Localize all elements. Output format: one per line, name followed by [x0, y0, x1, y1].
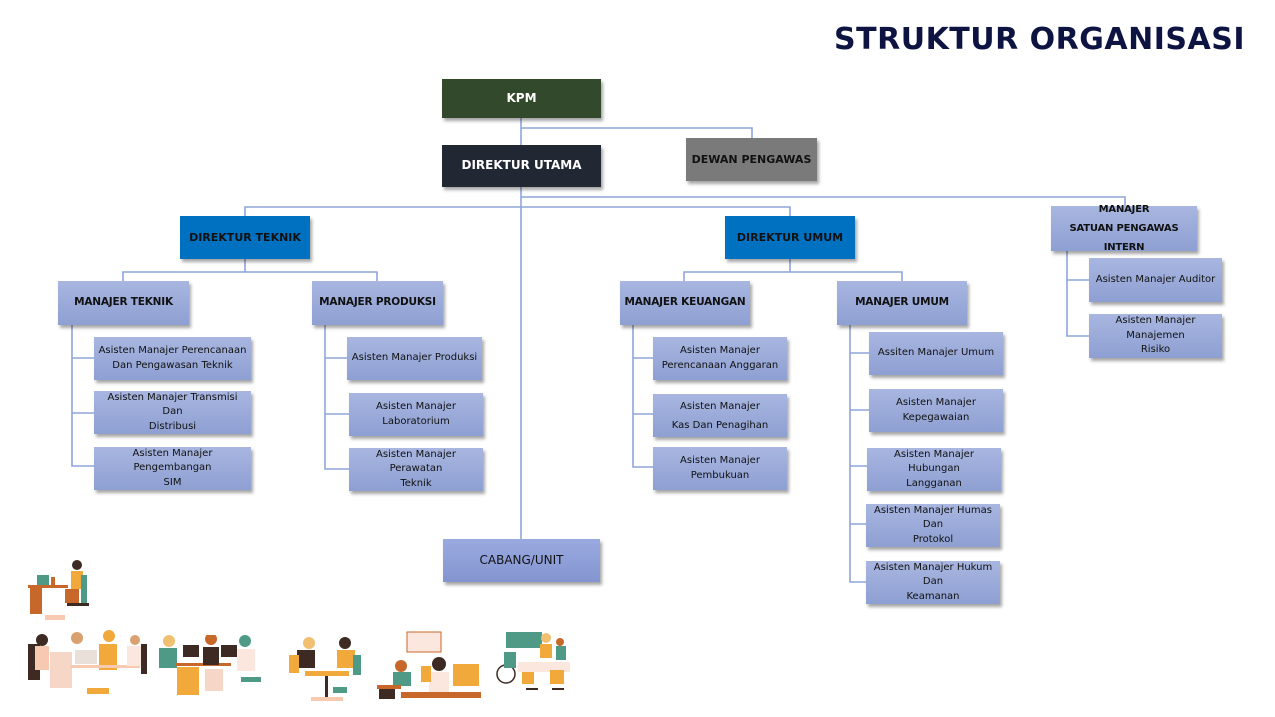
connector-dirut-dirumum — [521, 206, 791, 216]
node-manajer-teknik: MANAJER TEKNIK — [58, 281, 189, 325]
node-manajer-keuangan-label: MANAJER KEUANGAN — [624, 296, 746, 309]
node-manajer-umum-label: MANAJER UMUM — [855, 296, 949, 309]
connector-dirut-spi — [521, 196, 1126, 206]
asisten-line1: Asisten Manajer — [896, 397, 976, 408]
team-meeting-illustration — [28, 630, 147, 694]
asisten-line2: Kepegawaian — [902, 411, 970, 423]
node-direktur-utama-label: DIREKTUR UTAMA — [461, 158, 582, 173]
asisten-line1: Asisten Manajer Perawatan — [376, 448, 456, 475]
presentation-illustration — [377, 631, 481, 699]
node-asisten-umum-1: Assiten Manajer Umum — [869, 332, 1003, 375]
asisten-line2: Kas Dan Penagihan — [671, 419, 769, 431]
connector-dirteknik-managers — [122, 259, 378, 281]
node-manajer-keuangan: MANAJER KEUANGAN — [620, 281, 750, 325]
connector-dirumum-managers — [683, 259, 903, 281]
asisten-line2: Keamanan — [906, 590, 960, 602]
node-direktur-utama: DIREKTUR UTAMA — [442, 145, 601, 187]
node-asisten-keuangan-1: Asisten Manajer Perencanaan Anggaran — [653, 337, 787, 380]
node-asisten-teknik-3: Asisten Manajer Pengembangan SIM — [94, 447, 251, 490]
node-cabang-unit-label: CABANG/UNIT — [479, 552, 564, 567]
node-asisten-umum-2: Asisten Manajer Kepegawaian — [869, 389, 1003, 432]
asisten-line1: Asisten Manajer — [680, 345, 760, 356]
node-asisten-produksi-3: Asisten Manajer Perawatan Teknik — [349, 448, 483, 491]
asisten-line2: Dan Pengawasan Teknik — [112, 359, 233, 371]
asisten-line1: Asisten Manajer — [680, 400, 760, 412]
node-manajer-spi-line1: MANAJER — [1098, 204, 1150, 215]
node-dewan-pengawas-label: DEWAN PENGAWAS — [691, 152, 812, 166]
connector-mumum-asisten — [849, 325, 869, 583]
asisten-line1: Asisten Manajer Perencanaan — [98, 345, 247, 356]
node-manajer-umum: MANAJER UMUM — [837, 281, 967, 325]
asisten-line1: Asisten Manajer Hubungan — [894, 448, 974, 475]
page-title: STRUKTUR ORGANISASI — [834, 22, 1245, 57]
node-direktur-teknik: DIREKTUR TEKNIK — [180, 216, 310, 259]
office-worker-desk-illustration — [28, 560, 89, 620]
asisten-line2: Langganan — [906, 477, 962, 489]
asisten-line1: Asisten Manajer Produksi — [351, 352, 478, 364]
asisten-line1: Asisten Manajer Pengembangan — [132, 447, 213, 474]
node-asisten-umum-4: Asisten Manajer Humas Dan Protokol — [866, 504, 1000, 547]
asisten-line2: Pembukuan — [690, 469, 750, 481]
asisten-line1: Assiten Manajer Umum — [877, 347, 995, 359]
node-asisten-keuangan-2: Asisten Manajer Kas Dan Penagihan — [653, 394, 787, 437]
node-cabang-unit: CABANG/UNIT — [443, 539, 600, 582]
asisten-line1: Asisten Manajer Auditor — [1095, 273, 1216, 285]
asisten-line1: Asisten Manajer Humas Dan — [873, 504, 992, 531]
node-asisten-umum-3: Asisten Manajer Hubungan Langganan — [867, 448, 1001, 491]
node-asisten-keuangan-3: Asisten Manajer Pembukuan — [653, 447, 787, 490]
asisten-line2: Protokol — [912, 533, 954, 545]
asisten-line1: Asisten Manajer Transmisi Dan — [107, 391, 238, 418]
connector-mteknik-asisten — [71, 325, 94, 467]
asisten-line2: Teknik — [400, 477, 432, 489]
node-direktur-umum-label: DIREKTUR UMUM — [736, 230, 844, 244]
node-direktur-umum: DIREKTUR UMUM — [725, 216, 855, 259]
connector-mproduksi-asisten — [324, 325, 349, 470]
asisten-line1: Asisten Manajer Manajemen — [1115, 315, 1196, 341]
node-asisten-spi-1: Asisten Manajer Auditor — [1089, 258, 1222, 302]
node-dewan-pengawas: DEWAN PENGAWAS — [686, 138, 817, 181]
asisten-line1: Asisten Manajer Hukum Dan — [873, 561, 993, 588]
node-manajer-spi-line2: SATUAN PENGAWAS INTERN — [1069, 223, 1179, 253]
connector-spi-asisten — [1066, 251, 1089, 337]
node-asisten-teknik-2: Asisten Manajer Transmisi Dan Distribusi — [94, 391, 251, 434]
connector-mkeuangan-asisten — [632, 325, 653, 468]
node-asisten-produksi-2: Asisten Manajer Laboratorium — [349, 393, 483, 436]
asisten-line2: SIM — [163, 476, 182, 488]
asisten-line2: Laboratorium — [382, 415, 450, 427]
node-asisten-teknik-1: Asisten Manajer Perencanaan Dan Pengawas… — [94, 337, 251, 380]
node-manajer-produksi: MANAJER PRODUKSI — [312, 281, 443, 325]
node-manajer-teknik-label: MANAJER TEKNIK — [74, 296, 173, 309]
node-kpm: KPM — [442, 79, 601, 118]
coworkers-desk-illustration — [159, 635, 261, 695]
asisten-line2: Perencanaan Anggaran — [661, 359, 779, 371]
node-asisten-umum-5: Asisten Manajer Hukum Dan Keamanan — [866, 561, 1000, 604]
connector-dirut-dirteknik — [244, 206, 521, 216]
asisten-line1: Asisten Manajer — [376, 401, 456, 412]
asisten-line2: Distribusi — [148, 420, 197, 432]
node-manajer-spi: MANAJER SATUAN PENGAWAS INTERN — [1051, 204, 1197, 253]
node-kpm-label: KPM — [506, 90, 537, 105]
asisten-line2: Risiko — [1140, 344, 1171, 356]
cafe-discussion-illustration — [289, 637, 361, 701]
node-asisten-produksi-1: Asisten Manajer Produksi — [347, 337, 482, 380]
node-direktur-teknik-label: DIREKTUR TEKNIK — [189, 230, 301, 244]
node-asisten-spi-2: Asisten Manajer Manajemen Risiko — [1089, 314, 1222, 358]
connector-kpm-dewan — [521, 127, 753, 138]
collaborative-workspace-illustration — [496, 632, 570, 690]
node-manajer-produksi-label: MANAJER PRODUKSI — [319, 296, 436, 309]
asisten-line1: Asisten Manajer — [680, 455, 760, 466]
